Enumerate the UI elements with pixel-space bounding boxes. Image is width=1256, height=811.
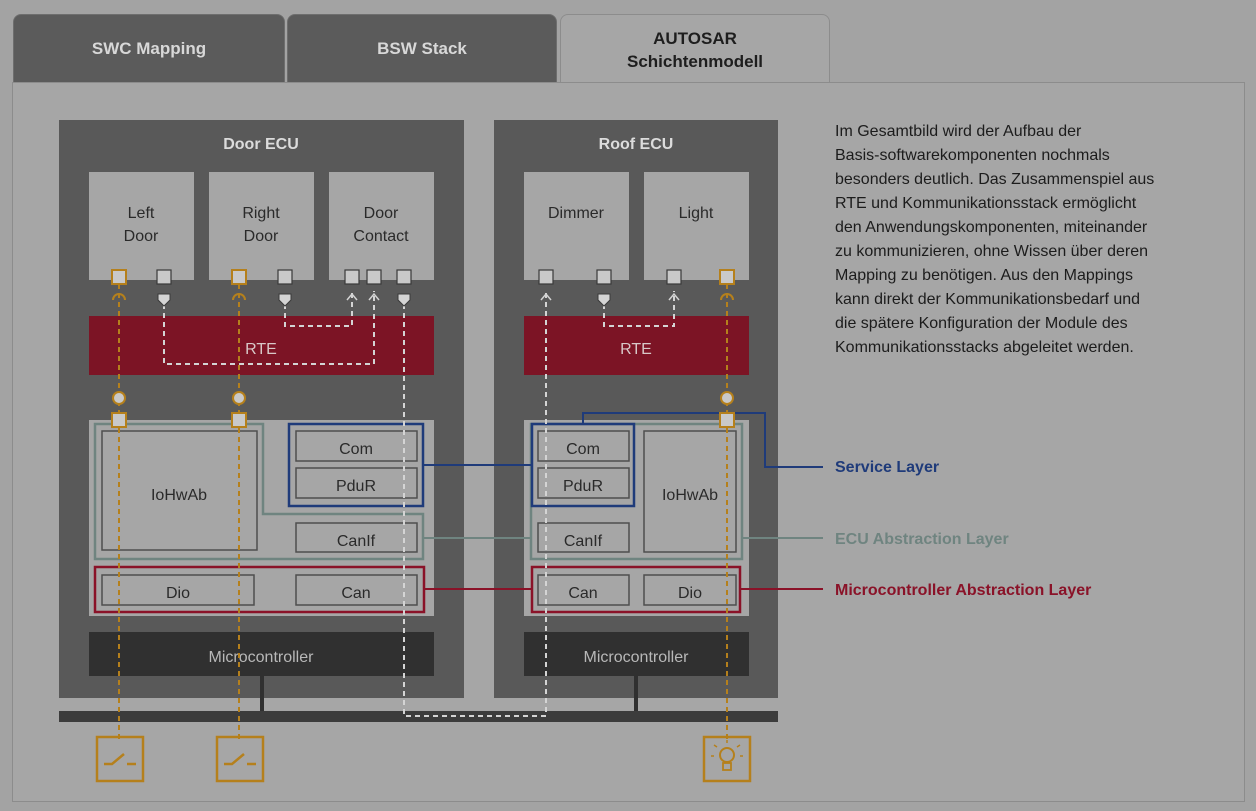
description-line: Basis-softwarekomponenten nochmals (835, 147, 1110, 164)
door-microcontroller-label: Microcontroller (209, 649, 315, 666)
description-line: Kommunikationsstacks abgeleitet werden. (835, 339, 1134, 356)
description-line: besonders deutlich. Das Zusammenspiel au… (835, 171, 1155, 188)
roof-can[interactable] (537, 574, 630, 606)
gray-ports (156, 269, 682, 285)
description-line: Mapping zu benötigen. Aus den Mappings (835, 267, 1133, 284)
roof-canif[interactable] (537, 522, 630, 553)
swc-right-door[interactable]: Right Door (209, 172, 314, 280)
tab-label: BSW Stack (377, 38, 467, 58)
door-com-label: Com (339, 441, 373, 458)
description-paragraph: Im Gesamtbild wird der Aufbau der Basis-… (835, 120, 1205, 360)
lamp-icon (702, 735, 752, 783)
door-dio-label: Dio (166, 585, 190, 602)
swc-dimmer[interactable]: Dimmer (524, 172, 629, 280)
roof-pdur[interactable] (537, 467, 630, 499)
door-ecu-title: Door ECU (223, 136, 299, 153)
roof-dio[interactable] (643, 574, 737, 606)
orange-port-receivers (112, 293, 734, 301)
roof-com-label: Com (566, 441, 600, 458)
door-rte (89, 316, 434, 375)
gray-port-receivers (346, 292, 680, 301)
door-canif[interactable] (295, 522, 418, 553)
roof-microcontroller (524, 632, 749, 676)
roof-iohwab[interactable] (643, 430, 737, 553)
swc-label-line1: Right (242, 205, 280, 222)
ecu-abstraction-layer-label: ECU Abstraction Layer (835, 531, 1009, 548)
gray-port-arrows (157, 293, 611, 307)
door-canif-label: CanIf (337, 533, 376, 550)
swc-label-line2: Door (244, 228, 279, 245)
swc-label-line2: Contact (353, 228, 409, 245)
roof-iohwab-label: IoHwAb (662, 487, 718, 504)
door-can[interactable] (295, 574, 418, 606)
rte-connections (163, 291, 675, 717)
swc-label-line1: Left (128, 205, 155, 222)
tab-autosar-schichtenmodell[interactable]: AUTOSAR Schichtenmodell (560, 14, 830, 84)
door-microcontroller (89, 632, 434, 676)
roof-ecu-title: Roof ECU (599, 136, 674, 153)
roof-canif-label: CanIf (564, 533, 603, 550)
tab-swc-mapping[interactable]: SWC Mapping (13, 14, 285, 82)
description-line: RTE und Kommunikationsstack ermöglicht (835, 195, 1137, 212)
description-line: kann direkt der Kommunikationsbedarf und (835, 291, 1141, 308)
door-pdur-label: PduR (336, 478, 376, 495)
swc-light[interactable]: Light (644, 172, 749, 280)
door-com[interactable] (295, 430, 418, 462)
service-leader (582, 412, 823, 468)
description-line: den Anwendungskomponenten, miteinander (835, 219, 1148, 236)
door-rte-label: RTE (245, 341, 277, 358)
tab-bsw-stack[interactable]: BSW Stack (287, 14, 557, 82)
roof-ecu-abstraction-outline (529, 422, 744, 561)
door-can-label: Can (341, 585, 370, 602)
swc-label: Light (679, 205, 714, 222)
door-iohwab[interactable] (101, 430, 258, 551)
roof-com[interactable] (537, 430, 630, 462)
roof-microcontroller-label: Microcontroller (584, 649, 690, 666)
switch-icon (215, 735, 265, 783)
door-iohwab-label: IoHwAb (151, 487, 207, 504)
orange-ports (111, 269, 735, 428)
swc-door-contact[interactable]: Door Contact (329, 172, 434, 280)
io-connections (118, 284, 728, 740)
service-layer-label: Service Layer (835, 459, 939, 476)
swc-label: Dimmer (548, 205, 605, 222)
roof-rte-label: RTE (620, 341, 652, 358)
door-pdur[interactable] (295, 467, 418, 499)
swc-left-door[interactable]: Left Door (89, 172, 194, 280)
mcal-layer-label: Microcontroller Abstraction Layer (835, 582, 1091, 599)
swc-label-line1: Door (364, 205, 399, 222)
roof-dio-label: Dio (678, 585, 702, 602)
tab-label-line1: AUTOSAR (653, 28, 737, 48)
door-dio[interactable] (101, 574, 255, 606)
roof-can-label: Can (568, 585, 597, 602)
roof-pdur-label: PduR (563, 478, 603, 495)
description-line: zu kommunizieren, ohne Wissen über deren (835, 243, 1149, 260)
swc-label-line2: Door (124, 228, 159, 245)
tab-label: SWC Mapping (91, 38, 207, 58)
door-ecu-abstraction-outline (93, 422, 425, 561)
description-line: die spätere Konfiguration der Module des (835, 315, 1128, 332)
description-line: Im Gesamtbild wird der Aufbau der (835, 123, 1082, 140)
tab-label-line2: Schichtenmodell (626, 51, 764, 71)
switch-icon (95, 735, 145, 783)
